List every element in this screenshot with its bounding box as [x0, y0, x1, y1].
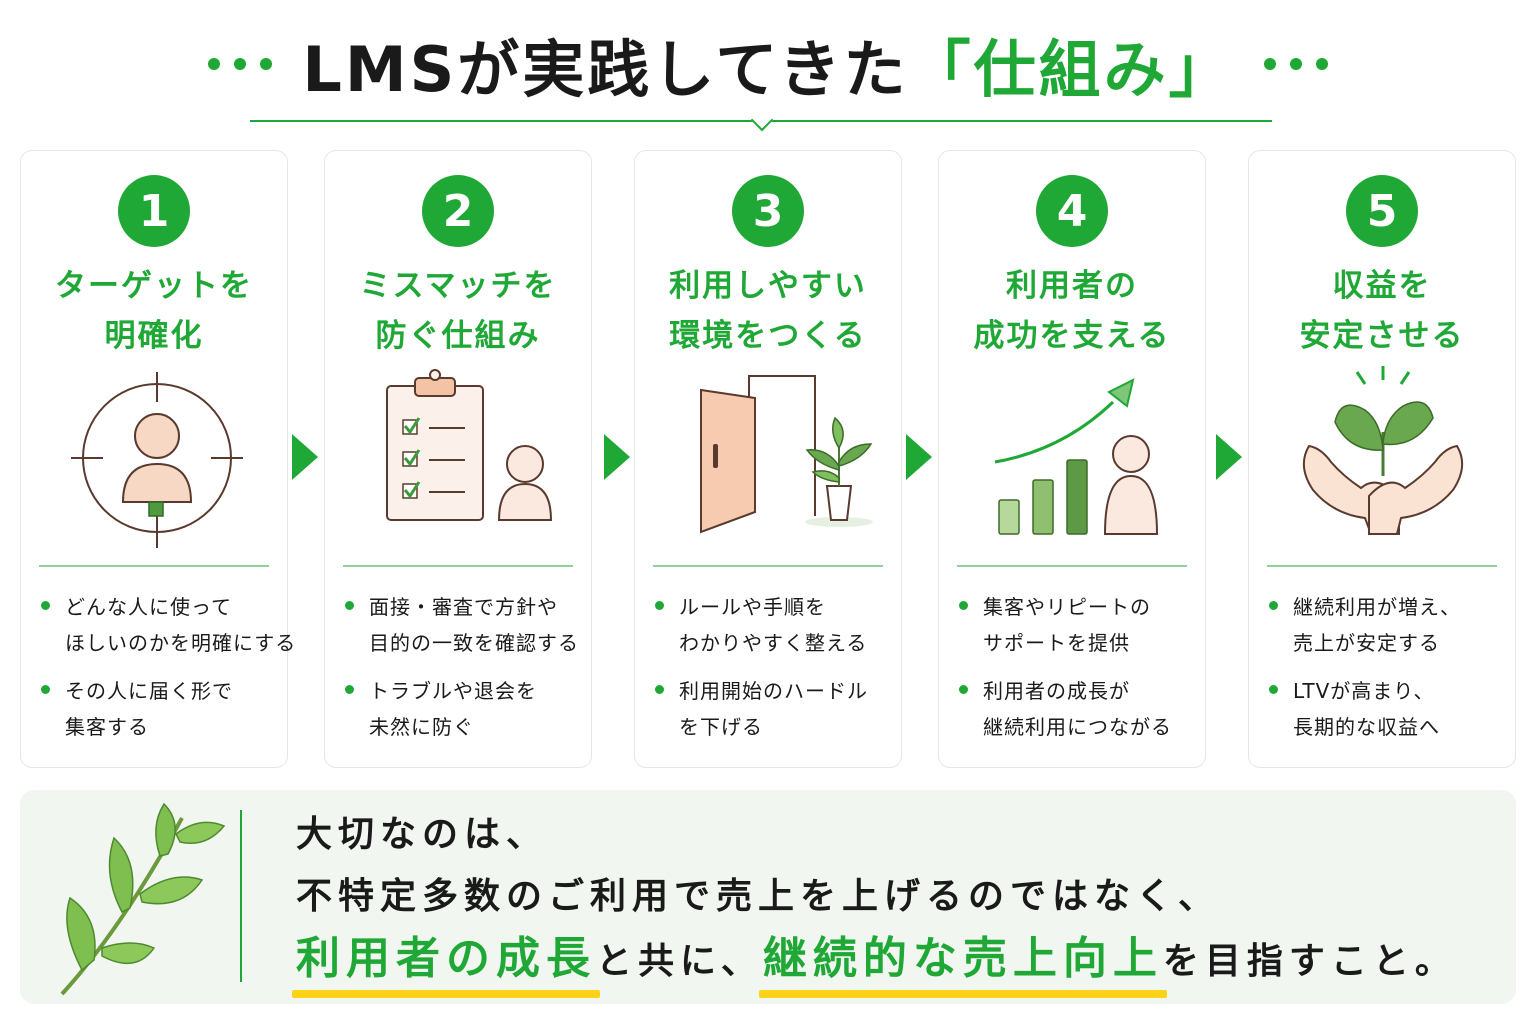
step-title: ミスマッチを 防ぐ仕組み — [359, 268, 557, 354]
step-number-badge: 3 — [732, 175, 804, 247]
growth-chart-person-icon — [994, 378, 1159, 535]
list-item: 面接・審査で方針や 目的の一致を確認する — [343, 589, 585, 661]
key-message: 大切なのは、 不特定多数のご利用で売上を上げるのではなく、 利用者の成長と共に、… — [292, 804, 1457, 998]
key-message-panel: 大切なのは、 不特定多数のご利用で売上を上げるのではなく、 利用者の成長と共に、… — [20, 790, 1516, 1004]
step-title: ターゲットを 明確化 — [55, 268, 253, 354]
dots-right-decoration — [1263, 58, 1328, 70]
title-highlight: 「仕組み」 — [908, 33, 1234, 106]
target-person-icon — [71, 372, 243, 548]
message-mid: と共に、 — [596, 941, 763, 982]
bullet-list: 集客やリピートの サポートを提供 利用者の成長が 継続利用につながる — [957, 589, 1199, 757]
bullet-list: 継続利用が増え、 売上が安定する LTVが高まり、 長期的な収益へ — [1267, 589, 1509, 757]
list-item: ルールや手順を わかりやすく整える — [653, 589, 895, 661]
card-divider — [957, 565, 1187, 567]
step-card-5: 5 収益を 安定させる 継続利用が増え、 売上が安定する LTVが高まり、 長期… — [1248, 150, 1516, 768]
page-header: LMSが実践してきた「仕組み」 — [0, 14, 1536, 114]
list-item: トラブルや退会を 未然に防ぐ — [343, 673, 585, 745]
bullet-list: どんな人に使って ほしいのかを明確にする その人に届く形で 集客する — [39, 589, 295, 757]
next-arrow-icon — [292, 434, 318, 480]
highlight-user-growth: 利用者の成長 — [292, 928, 600, 998]
step-card-4: 4 利用者の 成功を支える 集客やリピートの サポートを提供 利用者の成長が 継… — [938, 150, 1206, 768]
message-line-1: 大切なのは、 — [296, 814, 549, 855]
list-item: LTVが高まり、 長期的な収益へ — [1267, 673, 1509, 745]
list-item: 集客やリピートの サポートを提供 — [957, 589, 1199, 661]
card-divider — [343, 565, 573, 567]
step-card-1: 1 ターゲットを 明確化 どんな人に使って ほしいのかを明確にする その人に届く… — [20, 150, 295, 768]
step-number-badge: 1 — [118, 175, 190, 247]
open-door-plant-icon — [700, 375, 873, 534]
step-title: 利用者の 成功を支える — [973, 268, 1171, 354]
clipboard-checklist-icon — [386, 369, 553, 521]
list-item: どんな人に使って ほしいのかを明確にする — [39, 589, 295, 661]
bullet-list: ルールや手順を わかりやすく整える 利用開始のハードル を下げる — [653, 589, 895, 757]
highlight-continuous-sales: 継続的な売上向上 — [758, 928, 1167, 998]
step-card-2: 2 ミスマッチを 防ぐ仕組み 面接・審査で方針や 目的の一致を確認する トラブル… — [324, 150, 592, 768]
card-divider — [39, 565, 269, 567]
message-end: を目指すこと。 — [1162, 941, 1457, 982]
list-item: その人に届く形で 集客する — [39, 673, 281, 745]
dots-left-decoration — [208, 58, 273, 70]
message-divider — [240, 810, 242, 982]
next-arrow-icon — [604, 434, 630, 480]
hands-sprout-icon — [1302, 366, 1464, 535]
step-number-badge: 2 — [422, 175, 494, 247]
page-title: LMSが実践してきた「仕組み」 — [302, 19, 1233, 109]
list-item: 利用者の成長が 継続利用につながる — [957, 673, 1199, 745]
card-divider — [1267, 565, 1497, 567]
step-card-3: 3 利用しやすい 環境をつくる ルールや手順を わかりやすく整える 利用開始のハ… — [634, 150, 902, 768]
list-item: 継続利用が増え、 売上が安定する — [1267, 589, 1509, 661]
bullet-list: 面接・審査で方針や 目的の一致を確認する トラブルや退会を 未然に防ぐ — [343, 589, 585, 757]
step-number-badge: 4 — [1036, 175, 1108, 247]
leaf-branch-icon — [60, 802, 226, 996]
message-line-2: 不特定多数のご利用で売上を上げるのではなく、 — [296, 876, 1221, 917]
card-divider — [653, 565, 883, 567]
message-line-3: 利用者の成長と共に、継続的な売上向上を目指すこと。 — [292, 928, 1457, 998]
step-title: 収益を 安定させる — [1299, 268, 1465, 354]
step-title: 利用しやすい 環境をつくる — [669, 268, 867, 354]
next-arrow-icon — [906, 434, 932, 480]
next-arrow-icon — [1216, 434, 1242, 480]
step-number-badge: 5 — [1346, 175, 1418, 247]
list-item: 利用開始のハードル を下げる — [653, 673, 895, 745]
title-main: LMSが実践してきた — [302, 33, 909, 106]
